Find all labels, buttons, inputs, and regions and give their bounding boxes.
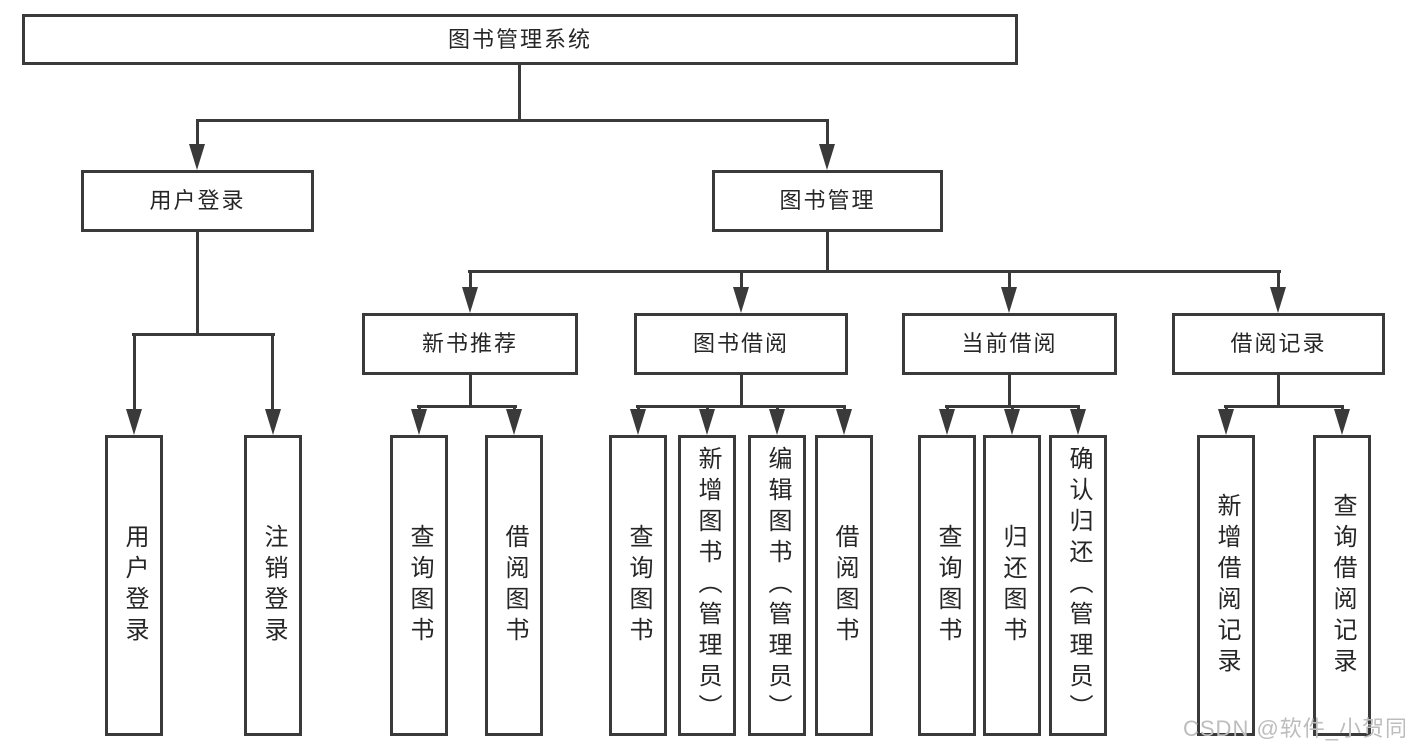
edge-l3-shaft	[1008, 270, 1011, 291]
edge-borrow-stem	[740, 375, 743, 408]
arrow-down-icon	[769, 409, 785, 435]
node-user-login: 用户登录	[81, 170, 314, 232]
leaf-logout: 注销登录	[244, 435, 302, 736]
leaf-borrow-books: 借阅图书	[815, 435, 873, 736]
arrow-down-icon	[1218, 409, 1234, 435]
node-borrow-records: 借阅记录	[1172, 313, 1385, 375]
arrow-down-icon	[836, 409, 852, 435]
arrow-down-icon	[1070, 409, 1086, 435]
leaf-add-borrow-record: 新增借阅记录	[1197, 435, 1255, 736]
arrow-down-icon	[939, 409, 955, 435]
leaf-add-books-admin: 新增图书（管理员）	[678, 435, 736, 736]
leaf-edit-books-admin: 编辑图书（管理员）	[748, 435, 806, 736]
edge-user-login-stem	[196, 232, 199, 336]
node-current-borrowing: 当前借阅	[902, 313, 1117, 375]
edge-leaf-shaft	[133, 333, 136, 412]
arrow-down-icon	[189, 144, 205, 170]
edge-book-mgmt-rail	[468, 270, 1281, 273]
edge-new-book-stem	[469, 375, 472, 408]
arrow-down-icon	[630, 409, 646, 435]
arrow-down-icon	[265, 409, 281, 435]
edge-records-rail	[1224, 405, 1344, 408]
edge-user-login-rail	[132, 333, 275, 336]
leaf-query-borrow-record: 查询借阅记录	[1313, 435, 1371, 736]
edge-l3-shaft	[740, 270, 743, 291]
leaf-query-books: 查询图书	[609, 435, 667, 736]
arrow-down-icon	[733, 287, 749, 313]
leaf-query-books: 查询图书	[918, 435, 976, 736]
leaf-user-login: 用户登录	[105, 435, 163, 736]
edge-current-stem	[1008, 375, 1011, 408]
node-book-borrowing: 图书借阅	[634, 313, 848, 375]
arrow-down-icon	[1334, 409, 1350, 435]
arrow-down-icon	[126, 409, 142, 435]
node-new-book-recommend: 新书推荐	[362, 313, 578, 375]
arrow-down-icon	[411, 409, 427, 435]
leaf-return-books: 归还图书	[983, 435, 1041, 736]
edge-root-rail	[196, 119, 829, 122]
edge-records-stem	[1277, 375, 1280, 408]
edge-root-stem	[518, 65, 521, 122]
arrow-down-icon	[1004, 409, 1020, 435]
arrow-down-icon	[1270, 287, 1286, 313]
edge-leaf-shaft	[271, 333, 274, 412]
edge-book-mgmt-shaft	[826, 119, 829, 147]
leaf-confirm-return-admin: 确认归还（管理员）	[1049, 435, 1107, 736]
arrow-down-icon	[819, 144, 835, 170]
edge-new-book-rail	[417, 405, 517, 408]
csdn-watermark: CSDN @软件_小贺同学	[1183, 716, 1405, 741]
arrow-down-icon	[1001, 287, 1017, 313]
leaf-borrow-books: 借阅图书	[485, 435, 543, 736]
edge-borrow-rail	[636, 405, 846, 408]
edge-l3-shaft	[469, 270, 472, 291]
arrow-down-icon	[506, 409, 522, 435]
arrow-down-icon	[699, 409, 715, 435]
node-book-management: 图书管理	[712, 170, 943, 232]
edge-user-login-shaft	[196, 119, 199, 147]
arrow-down-icon	[462, 287, 478, 313]
edge-l3-shaft	[1277, 270, 1280, 291]
edge-book-mgmt-stem	[826, 232, 829, 273]
leaf-query-books: 查询图书	[390, 435, 448, 736]
node-library-system: 图书管理系统	[22, 14, 1018, 65]
